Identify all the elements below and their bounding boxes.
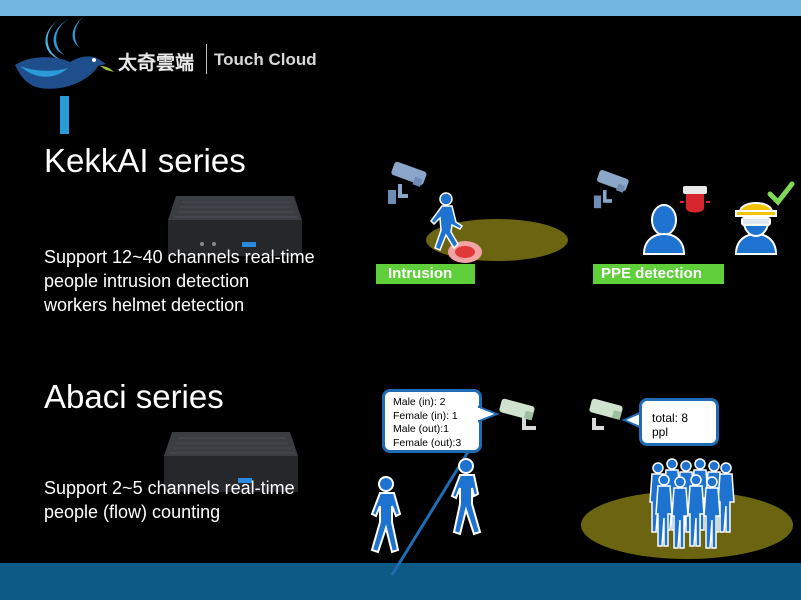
abaci-title: Abaci series [44, 378, 224, 415]
mini-pc-image-2 [164, 432, 298, 492]
security-camera-icon-2 [593, 170, 629, 209]
total-callout: total: 8 ppl [639, 398, 719, 446]
bird-logo-icon [15, 12, 114, 89]
ppe-detection-label: PPE detection [593, 264, 724, 284]
count-female-in: Female (in): 1 [393, 409, 458, 422]
abaci-line-2: people (flow) counting [44, 502, 221, 522]
count-male-in: Male (in): 2 [393, 396, 446, 408]
mini-pc-image [168, 196, 302, 256]
crowd-icon [649, 458, 735, 549]
abaci-description: Support 2~5 channels real-time people (f… [44, 476, 295, 524]
total-count: total: 8 ppl [652, 411, 689, 439]
kekkai-line-2: people intrusion detection [44, 271, 250, 291]
intrusion-label: Intrusion [376, 264, 475, 284]
logo-stem [60, 96, 69, 134]
callout-pointer [477, 405, 500, 423]
security-camera-icon-3 [499, 398, 536, 430]
bottom-bar [0, 563, 801, 600]
kekkai-title: KekkAI series [44, 142, 246, 179]
kekkai-description: Support 12~40 channels real-time people … [44, 245, 315, 317]
kekkai-line-3: workers helmet detection [44, 295, 245, 315]
counting-callout: Male (in): 2 Female (in): 1 Male (out):1… [382, 389, 482, 453]
kekkai-line-1: Support 12~40 channels real-time [44, 247, 315, 267]
walking-person-icon [450, 458, 482, 536]
walking-person-icon-2 [370, 476, 402, 554]
count-male-out: Male (out):1 [393, 423, 450, 435]
worker-helmet-icon [734, 181, 795, 255]
counting-line [390, 451, 470, 576]
brand-divider [206, 44, 207, 74]
security-camera-icon [388, 161, 427, 204]
worker-bare-head-icon [642, 204, 686, 255]
abaci-line-1: Support 2~5 channels real-time [44, 478, 295, 498]
running-person-icon [430, 192, 464, 251]
count-female-out: Female (out):3 [393, 436, 462, 449]
brand-chinese: 太奇雲端 [118, 52, 195, 74]
security-camera-icon-4 [589, 398, 623, 430]
brand-english: Touch Cloud [214, 50, 317, 69]
top-bar [0, 0, 801, 16]
alarm-light-icon [680, 186, 710, 213]
